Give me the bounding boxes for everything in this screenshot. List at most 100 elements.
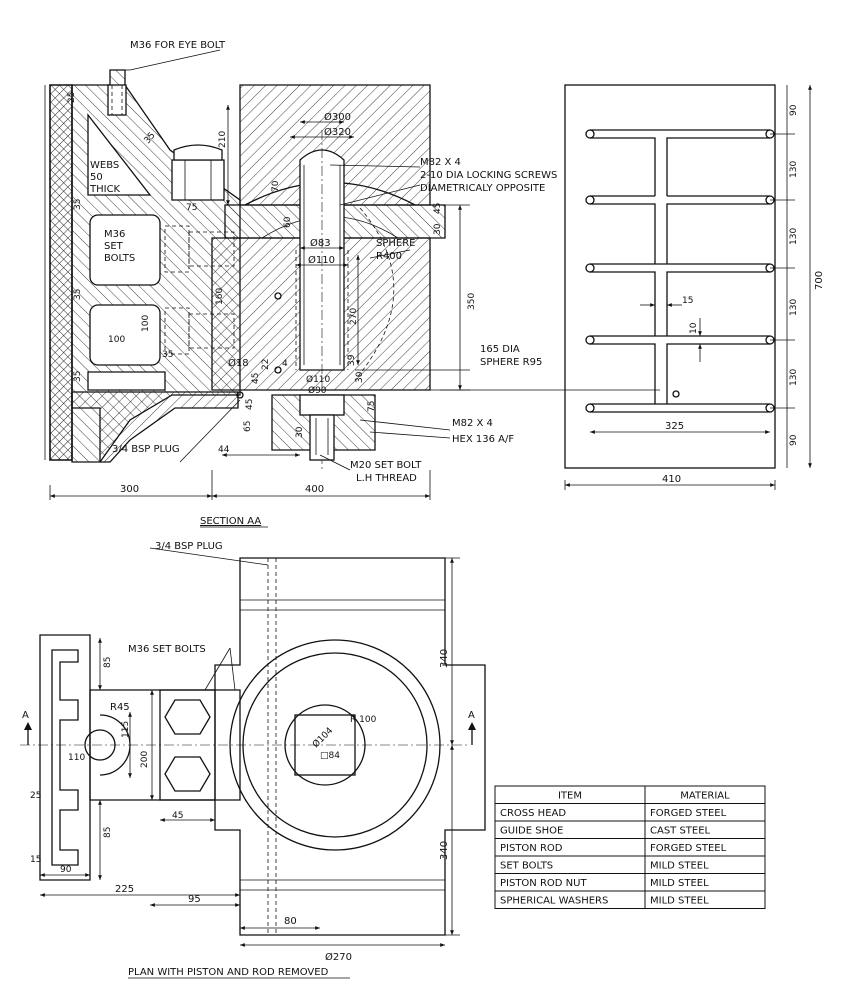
callout-webs-3: THICK — [89, 184, 121, 195]
plan-dim-85b: 85 — [103, 827, 113, 838]
table-cell-item: SET BOLTS — [500, 861, 553, 872]
dim-phi300: Ø300 — [324, 111, 351, 123]
callout-set-bolts-3: BOLTS — [104, 253, 135, 264]
callout-locking-screws: 2-10 DIA LOCKING SCREWS — [420, 170, 557, 181]
dim-25: 25 — [67, 92, 77, 103]
guide-dim-90-top: 90 — [789, 104, 799, 116]
bolt-head-1 — [164, 699, 211, 735]
plan-dim-340b: 340 — [439, 841, 450, 860]
guide-dim-130-2: 130 — [789, 228, 799, 245]
dim-300: 300 — [120, 484, 139, 495]
callout-webs-2: 50 — [90, 172, 103, 183]
callout-set-bolt: M20 SET BOLT — [350, 460, 422, 471]
dim-60: 60 — [283, 216, 293, 228]
dim-phi90: Ø90 — [308, 385, 327, 396]
bottom-rib — [71, 391, 239, 463]
dim-30: 30 — [433, 223, 443, 235]
dim-45c: 45 — [245, 399, 255, 410]
table-cell-material: MILD STEEL — [650, 878, 709, 889]
plan-dim-110: 110 — [68, 753, 85, 763]
dim-phi110: Ø110 — [308, 254, 335, 266]
table-cell-item: GUIDE SHOE — [500, 826, 563, 837]
dim-45b: 45 — [251, 373, 261, 384]
callout-thread-bottom: M82 X 4 — [452, 418, 493, 429]
plan-dim-phi104: Ø104 — [310, 725, 335, 750]
table-header-material: MATERIAL — [680, 791, 730, 802]
dim-70: 70 — [271, 180, 281, 192]
dim-45: 45 — [433, 203, 443, 214]
dim-30b: 30 — [355, 371, 365, 383]
dim-phi320: Ø320 — [324, 126, 351, 138]
dim-35c: 35 — [73, 289, 83, 300]
callout-sphere-top-1: SPHERE — [376, 238, 415, 249]
plan-dim-25: 25 — [30, 791, 41, 801]
table-cell-material: FORGED STEEL — [650, 808, 727, 819]
callout-hex: HEX 136 A/F — [452, 434, 514, 445]
dim-35d: 35 — [162, 350, 173, 360]
plan-bsp-plug: 3/4 BSP PLUG — [155, 541, 223, 552]
callout-thread-top: M82 X 4 — [420, 157, 461, 168]
dim-35e: 35 — [73, 371, 83, 382]
guide-dim-10: 10 — [689, 322, 699, 334]
section-dimensions — [44, 49, 660, 500]
svg-text:A: A — [468, 710, 475, 721]
dim-phi110b: Ø110 — [306, 374, 331, 385]
dim-100a: 100 — [141, 315, 151, 332]
table-cell-item: CROSS HEAD — [500, 808, 566, 819]
dim-75b: 75 — [367, 401, 377, 412]
dim-75: 75 — [186, 203, 197, 213]
plan-dim-phi270: Ø270 — [325, 951, 352, 963]
dim-350: 350 — [467, 293, 477, 310]
plan-title: PLAN WITH PISTON AND ROD REMOVED — [128, 967, 329, 978]
guide-face-outline — [564, 84, 776, 469]
plan-dim-90: 90 — [60, 865, 72, 875]
svg-text:A: A — [22, 710, 29, 721]
plan-set-bolts: M36 SET BOLTS — [128, 644, 206, 655]
guide-dim-130-3: 130 — [789, 299, 799, 316]
guide-dim-15: 15 — [682, 296, 693, 306]
guide-dim-700: 700 — [814, 271, 825, 290]
dim-65: 65 — [243, 421, 253, 432]
table-header-item: ITEM — [558, 791, 582, 802]
table-cell-item: PISTON ROD NUT — [500, 878, 587, 889]
guide-dim-325: 325 — [665, 421, 684, 432]
plan-dim-r100: R 100 — [350, 715, 377, 725]
plan-dim-225: 225 — [115, 884, 134, 895]
plan-dim-15: 15 — [30, 855, 41, 865]
guide-dim-90-bottom: 90 — [789, 434, 799, 446]
table-cell-material: MILD STEEL — [650, 896, 709, 907]
plan-dim-80: 80 — [284, 916, 297, 927]
dim-30c: 30 — [295, 426, 305, 438]
table-cell-material: FORGED STEEL — [650, 843, 727, 854]
plan-dim-200: 200 — [140, 751, 150, 768]
web-pocket-bottom — [87, 371, 166, 391]
guide-shoe-plan — [39, 634, 91, 881]
plan-dim-45: 45 — [172, 811, 183, 821]
dim-44: 44 — [218, 445, 230, 455]
table-cell-item: PISTON ROD — [500, 843, 563, 854]
section-aa-view: M36 FOR EYE BOLT 25 WEBS 50 THICK 35 35 … — [44, 40, 660, 528]
section-mark-left: A — [22, 710, 32, 745]
callout-sphere-top-2: R400 — [376, 251, 402, 262]
callout-webs-1: WEBS — [90, 160, 119, 171]
plan-dim-340a: 340 — [439, 649, 450, 668]
eye-bolt-hole — [107, 84, 127, 116]
dim-35b: 35 — [73, 199, 83, 210]
callout-eye-bolt: M36 FOR EYE BOLT — [130, 40, 226, 51]
table-cell-border — [644, 890, 766, 909]
dim-270: 270 — [349, 308, 359, 325]
plan-dim-95: 95 — [188, 894, 201, 905]
hex-bolt-head — [171, 159, 225, 201]
dim-400: 400 — [305, 484, 324, 495]
callout-sphere-mid-1: 165 DIA — [480, 344, 520, 355]
dim-160: 160 — [215, 288, 225, 305]
callout-lh-thread: L.H THREAD — [356, 473, 417, 484]
bolt-pocket-2 — [89, 304, 161, 366]
callout-set-bolts-2: SET — [104, 241, 124, 252]
dim-100b: 100 — [108, 335, 125, 345]
oil-grooves — [585, 129, 775, 413]
callout-sphere-mid-2: SPHERE R95 — [480, 357, 542, 368]
bolt-head-2 — [164, 756, 211, 792]
dim-phi83: Ø83 — [310, 237, 331, 249]
